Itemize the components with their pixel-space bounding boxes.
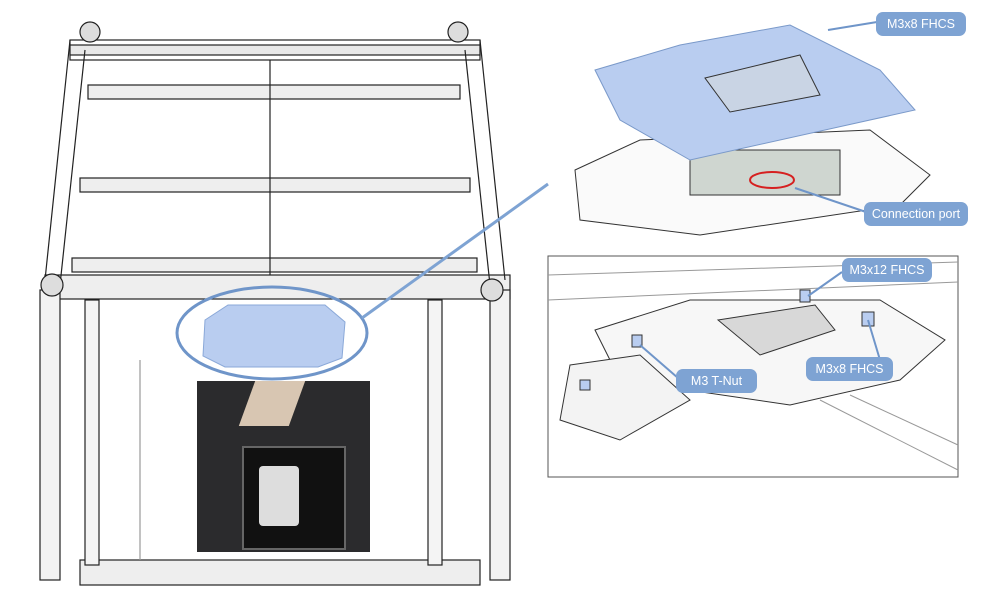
- zoom-leader-line: [361, 182, 549, 320]
- board-photo: [197, 381, 370, 552]
- highlight-ellipse: [175, 285, 369, 381]
- detail-view: [547, 255, 959, 478]
- exploded-view: [574, 21, 931, 236]
- callout-m3x12: M3x12 FHCS: [842, 258, 932, 282]
- callout-top-screw: M3x8 FHCS: [876, 12, 966, 36]
- callout-t-nut: M3 T-Nut: [676, 369, 757, 393]
- callout-connection-port: Connection port: [864, 202, 968, 226]
- callout-bottom-screw: M3x8 FHCS: [806, 357, 893, 381]
- highlighted-board-cover: [202, 304, 346, 368]
- printer-frame: [39, 21, 511, 586]
